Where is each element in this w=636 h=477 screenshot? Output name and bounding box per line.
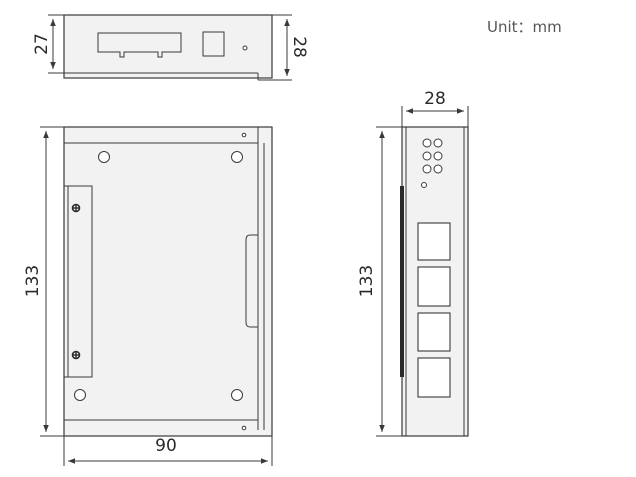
ethernet-port bbox=[417, 312, 451, 352]
front-height-label: 133 bbox=[23, 265, 43, 297]
mounting-hole bbox=[231, 389, 243, 401]
side-view: 28 133 bbox=[357, 89, 469, 437]
led-indicator bbox=[433, 164, 443, 174]
led-indicator bbox=[422, 164, 432, 174]
led-indicator bbox=[422, 151, 432, 161]
top-view: 27 28 bbox=[32, 14, 309, 81]
side-latch bbox=[245, 234, 258, 328]
top-indicator-dot bbox=[242, 45, 248, 51]
side-clip-edge bbox=[400, 186, 404, 377]
side-height-label: 133 bbox=[357, 265, 377, 297]
ethernet-port bbox=[417, 357, 451, 398]
mounting-hole bbox=[231, 151, 243, 163]
din-rail-clip bbox=[63, 185, 93, 378]
top-view-body bbox=[63, 14, 273, 79]
top-connector-slot bbox=[97, 32, 182, 58]
led-indicator bbox=[433, 138, 443, 148]
mounting-hole bbox=[74, 389, 86, 401]
front-width-label: 90 bbox=[155, 436, 177, 456]
mounting-hole bbox=[98, 151, 110, 163]
top-port-square bbox=[202, 31, 225, 57]
top-height-left-label: 27 bbox=[32, 33, 52, 55]
ethernet-port bbox=[417, 266, 451, 307]
front-view-body bbox=[63, 126, 273, 437]
unit-label: Unit：mm bbox=[487, 18, 562, 36]
led-indicator-small bbox=[421, 182, 427, 188]
led-indicator bbox=[422, 138, 432, 148]
led-indicator bbox=[433, 151, 443, 161]
front-view: 133 90 bbox=[23, 126, 273, 466]
side-width-label: 28 bbox=[424, 89, 446, 109]
top-height-right-label: 28 bbox=[289, 36, 309, 58]
ethernet-port bbox=[417, 222, 451, 261]
